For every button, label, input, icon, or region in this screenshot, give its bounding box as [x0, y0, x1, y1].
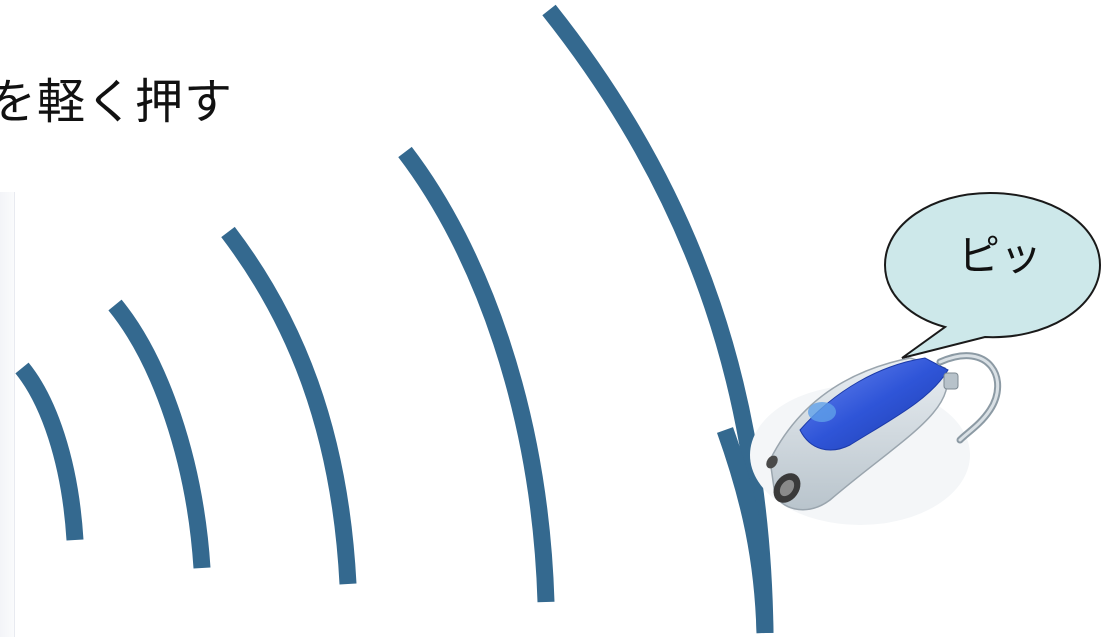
sound-wave-2 [115, 305, 202, 568]
hearing-aid-image [750, 356, 998, 525]
speech-bubble-text: ピッ [930, 228, 1070, 284]
sound-wave-1 [22, 368, 75, 540]
sound-wave-5 [549, 10, 765, 633]
sound-wave-4 [405, 152, 546, 602]
sound-wave-3 [228, 232, 348, 584]
